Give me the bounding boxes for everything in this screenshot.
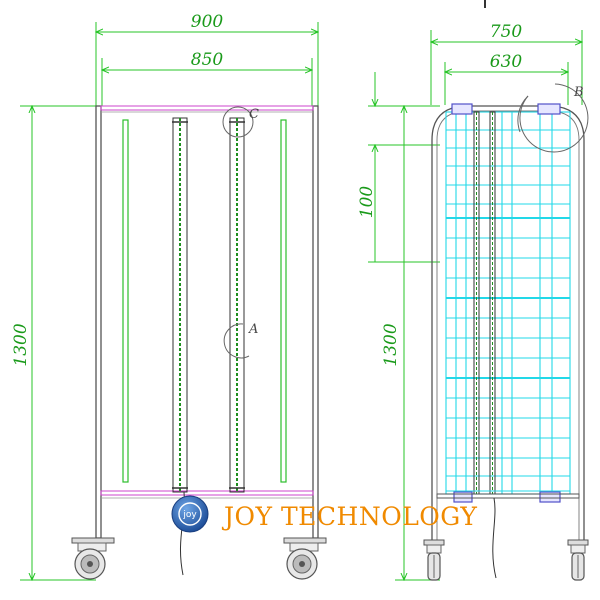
- svg-text:B: B: [573, 85, 584, 100]
- side-right-caster: [567, 539, 589, 581]
- logo-text: joy: [182, 510, 197, 520]
- side-brackets: [451, 103, 561, 503]
- front-side-guides: [122, 119, 287, 483]
- dim-label-front-1300: 1300: [11, 323, 31, 366]
- callout-detail-b: B: [517, 83, 589, 153]
- front-right-caster: [283, 537, 327, 580]
- joy-logo: joy: [171, 495, 209, 533]
- front-left-caster: [71, 537, 115, 580]
- dimension-side-top: 100: [357, 72, 440, 263]
- side-bottom-rail: [436, 490, 580, 499]
- dimension-front-inner-width: 850: [102, 50, 312, 106]
- callout-detail-a: A: [223, 322, 258, 359]
- dim-label-100: 100: [357, 186, 377, 219]
- front-center-rods: [172, 117, 245, 493]
- dim-label-850: 850: [191, 50, 224, 70]
- side-left-caster: [423, 539, 445, 581]
- watermark-text: JOY TECHNOLOGY: [221, 502, 477, 531]
- side-center-rods: [473, 111, 496, 495]
- dim-label-side-1300: 1300: [381, 323, 401, 366]
- svg-text:C: C: [249, 107, 259, 122]
- callout-detail-c: C: [222, 106, 259, 138]
- front-view: 900 850 1300: [11, 12, 327, 580]
- dimension-side-height: 1300: [381, 106, 440, 580]
- dimension-front-height: 1300: [11, 106, 96, 580]
- dimension-front-outer-width: 900: [96, 12, 318, 106]
- dim-label-900: 900: [191, 12, 224, 32]
- dim-label-630: 630: [490, 52, 523, 72]
- dimension-side-inner-width: 630: [445, 52, 568, 105]
- side-frame: [431, 105, 585, 540]
- side-view: 750 630 100 1300: [357, 0, 589, 581]
- svg-text:A: A: [248, 322, 258, 337]
- watermark: joy JOY TECHNOLOGY: [171, 495, 477, 533]
- side-cable: [492, 497, 497, 579]
- dim-label-750: 750: [490, 22, 523, 42]
- tray-grid: [445, 111, 571, 495]
- front-frame: [95, 105, 319, 539]
- dimension-side-outer-width: 750: [431, 22, 582, 105]
